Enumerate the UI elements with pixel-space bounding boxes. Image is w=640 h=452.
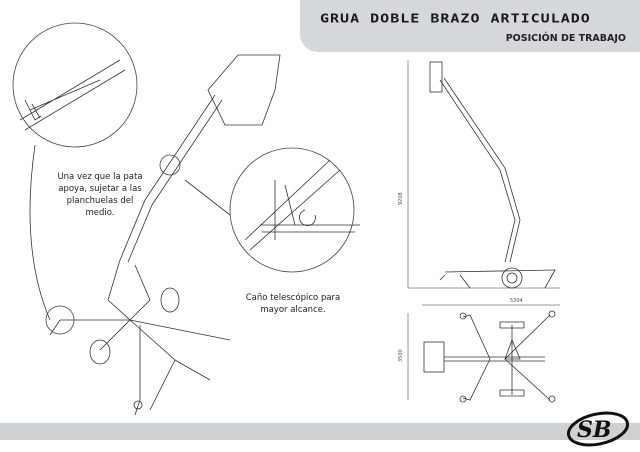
title-banner: GRUA DOBLE BRAZO ARTICULADO POSICIÓN DE … — [300, 0, 640, 52]
outrigger-note: Una vez que la pata apoya, sujetar a las… — [57, 172, 143, 218]
crane-perspective — [49, 54, 281, 416]
detail-circle-outrigger — [12, 22, 138, 321]
top-view — [407, 304, 560, 403]
length-dimension: 5304 — [510, 298, 523, 304]
footer-band — [0, 423, 640, 440]
svg-text:SB: SB — [577, 417, 611, 443]
page-title: GRUA DOBLE BRAZO ARTICULADO — [320, 10, 591, 26]
page-subtitle: POSICIÓN DE TRABAJO — [505, 33, 626, 44]
detail-marker-boom — [159, 154, 181, 176]
height-dimension: 9208 — [398, 192, 404, 205]
sb-logo: SB — [566, 411, 630, 447]
telescopic-note: Caño telescópico para mayor alcance. — [245, 293, 341, 315]
width-dimension: 3500 — [398, 349, 404, 362]
side-view — [407, 60, 560, 289]
detail-circle-telescopic — [184, 147, 360, 273]
